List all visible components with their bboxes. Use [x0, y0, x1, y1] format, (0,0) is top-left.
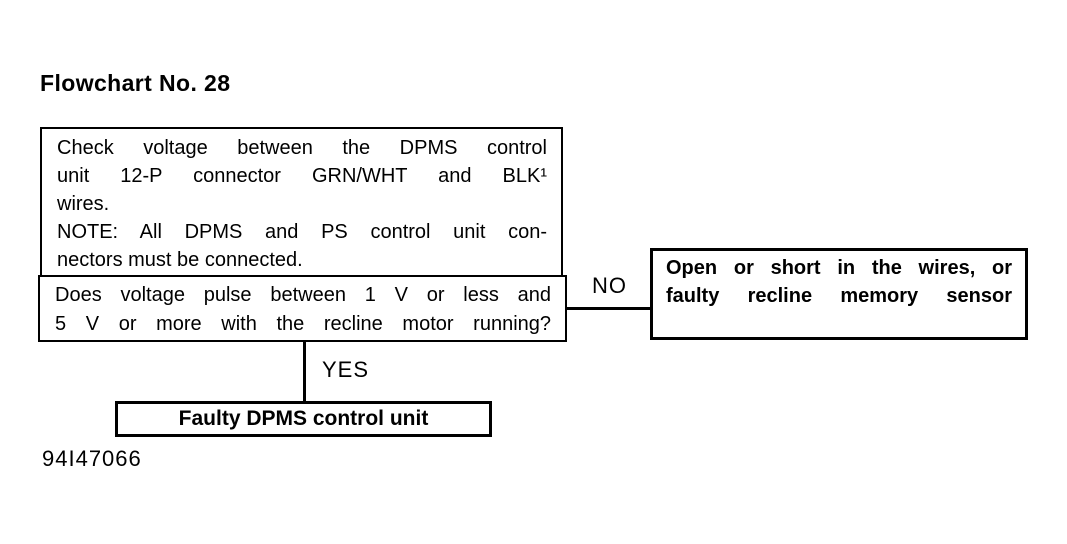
no-result-line: Open or short in the wires, or	[666, 257, 1012, 279]
question-line: Does voltage pulse between 1 V or less a…	[55, 284, 551, 306]
instruction-line: wires.	[57, 193, 110, 215]
yes-result-label: Faulty DPMS control unit	[178, 407, 429, 430]
page-title: Flowchart No. 28	[40, 70, 231, 96]
instruction-line: NOTE: All DPMS and PS control unit con-	[57, 221, 547, 243]
no-connector-line	[566, 307, 652, 310]
question-box: Does voltage pulse between 1 V or less a…	[38, 275, 567, 342]
no-branch-label: NO	[592, 273, 627, 298]
question-line: 5 V or more with the recline motor runni…	[55, 313, 551, 335]
yes-result-box: Faulty DPMS control unit	[115, 401, 492, 437]
yes-connector-line	[303, 341, 306, 402]
no-result-line: faulty recline memory sensor	[666, 285, 1012, 307]
instruction-line: Check voltage between the DPMS control	[57, 137, 547, 159]
figure-code: 94I47066	[42, 446, 142, 471]
instruction-line: nectors must be connected.	[57, 249, 303, 271]
instruction-line: unit 12-P connector GRN/WHT and BLK¹	[57, 165, 547, 187]
no-result-box: Open or short in the wires, or faulty re…	[650, 248, 1028, 340]
yes-branch-label: YES	[322, 357, 370, 382]
instruction-box: Check voltage between the DPMS control u…	[40, 127, 563, 277]
